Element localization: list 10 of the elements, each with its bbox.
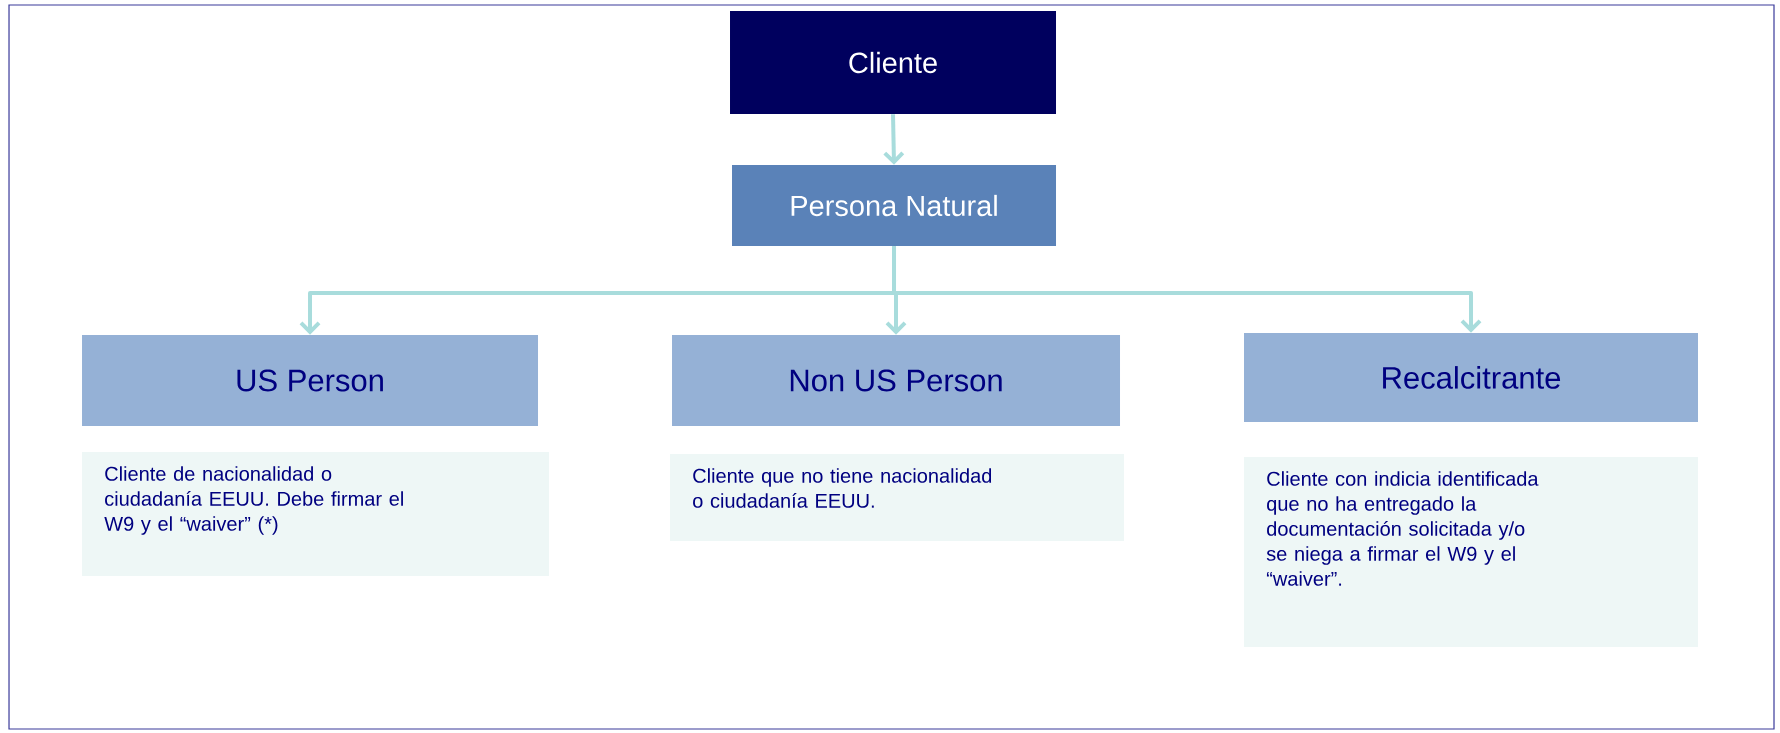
category-box: Persona Natural	[732, 165, 1056, 246]
category-box: US Person	[82, 335, 538, 426]
category-box: Recalcitrante	[1244, 333, 1698, 422]
description-box: Cliente que no tiene nacionalidad o ciudadanía EEUU.	[670, 454, 1124, 541]
description-box: Cliente de nacionalidad o ciudadanía EEUU. Debe firmar el W9 y el “waiver” (*)	[82, 452, 549, 576]
client-box: Cliente	[730, 11, 1056, 114]
arrow	[892, 246, 1482, 333]
description-box: Cliente con indicia identificada que no ha entregado la documentación solicitada y/o se niega a firmar el W9 y el “waiver”.	[1244, 457, 1698, 647]
arrow	[883, 114, 905, 165]
category-box: Non US Person	[672, 335, 1120, 426]
